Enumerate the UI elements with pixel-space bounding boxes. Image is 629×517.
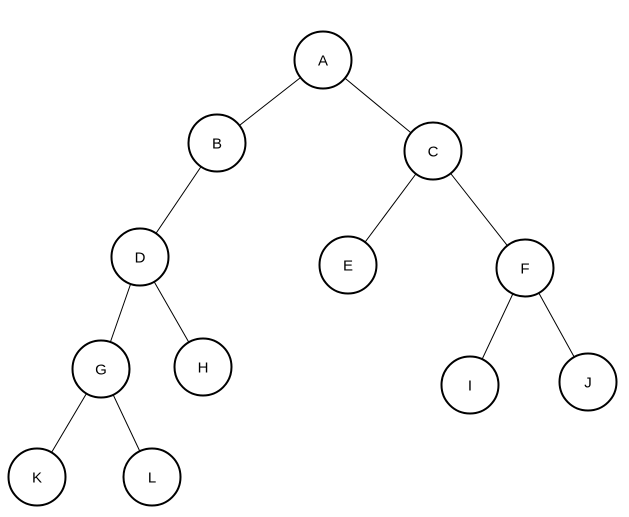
tree-node-label-b: B	[212, 135, 222, 152]
tree-node-circle-f	[495, 238, 555, 298]
tree-node-circle-l	[122, 447, 182, 507]
tree-node-label-e: E	[343, 257, 353, 274]
tree-node-l: L	[122, 447, 182, 507]
tree-node-d: D	[110, 227, 170, 287]
tree-node-e: E	[318, 235, 378, 295]
tree-node-label-i: I	[468, 377, 472, 394]
tree-node-circle-g	[71, 339, 131, 399]
tree-node-f: F	[495, 238, 555, 298]
tree-node-g: G	[71, 339, 131, 399]
tree-node-label-h: H	[198, 359, 209, 376]
tree-node-k: K	[7, 447, 67, 507]
tree-node-j: J	[558, 352, 618, 412]
tree-node-circle-k	[7, 447, 67, 507]
tree-node-label-a: A	[318, 52, 328, 69]
tree-node-circle-e	[318, 235, 378, 295]
tree-node-circle-h	[173, 337, 233, 397]
tree-node-label-k: K	[32, 469, 42, 486]
tree-node-circle-b	[187, 113, 247, 173]
tree-node-i: I	[440, 355, 500, 415]
tree-node-label-f: F	[520, 260, 529, 277]
tree-node-label-d: D	[135, 249, 146, 266]
tree-node-label-j: J	[584, 374, 592, 391]
tree-node-circle-d	[110, 227, 170, 287]
tree-nodes-layer: A B C D E F G H I J K L	[7, 30, 618, 507]
tree-node-label-g: G	[95, 361, 107, 378]
tree-node-circle-i	[440, 355, 500, 415]
tree-node-a: A	[293, 30, 353, 90]
tree-node-label-c: C	[428, 143, 439, 160]
tree-node-circle-c	[403, 121, 463, 181]
tree-node-label-l: L	[148, 469, 156, 486]
tree-node-circle-a	[293, 30, 353, 90]
tree-node-h: H	[173, 337, 233, 397]
tree-node-c: C	[403, 121, 463, 181]
tree-node-circle-j	[558, 352, 618, 412]
tree-node-b: B	[187, 113, 247, 173]
